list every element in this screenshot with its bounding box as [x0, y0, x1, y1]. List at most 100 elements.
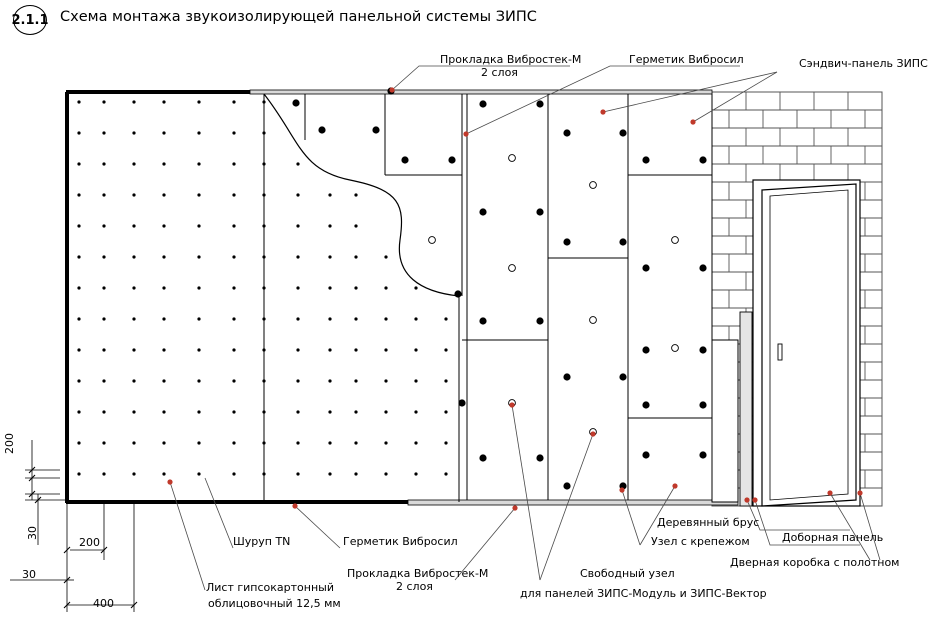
gypsum-screw-dot [102, 410, 106, 414]
gypsum-screw-dot [296, 286, 300, 290]
accent-dot [827, 490, 833, 496]
fixing-dot [642, 401, 650, 409]
diagram-title: Схема монтажа звукоизолирующей панельной… [60, 9, 537, 25]
free-node-circle [508, 264, 516, 272]
gypsum-screw-dot [328, 224, 332, 228]
gypsum-screw-dot [77, 410, 81, 414]
leader-line [539, 433, 594, 581]
dimension-tick [28, 466, 36, 474]
free-node-circle [589, 181, 597, 189]
gypsum-screw-dot [328, 348, 332, 352]
gypsum-screw-dot [102, 379, 106, 383]
label-bottom-vibrostek: Прокладка Вибростек-М [347, 567, 488, 580]
dimension-tick [34, 496, 42, 504]
gypsum-screw-dot [328, 410, 332, 414]
gypsum-screw-dot [162, 379, 166, 383]
leader-line [692, 71, 778, 123]
accent-dot [672, 483, 678, 489]
fixing-dot [642, 264, 650, 272]
fixing-dot [642, 346, 650, 354]
dim-30-horizontal: 30 [22, 568, 36, 581]
gypsum-screw-dot [102, 317, 106, 321]
gypsum-screw-dot [197, 162, 201, 166]
gypsum-screw-dot [77, 379, 81, 383]
label-top-germetik: Герметик Вибросил [629, 53, 744, 66]
gypsum-screw-dot [102, 131, 106, 135]
gypsum-screw-dot [232, 255, 236, 259]
leader-line [621, 489, 641, 546]
fixing-dot [479, 454, 487, 462]
gypsum-screw-dot [132, 348, 136, 352]
gypsum-screw-dot [132, 286, 136, 290]
dimension-labels: 200 30 200 30 400 [3, 433, 114, 610]
label-sandwich-panel: Сэндвич-панель ЗИПС [799, 57, 928, 70]
label-bottom-germetik: Герметик Вибросил [343, 535, 458, 548]
leader-line [859, 492, 881, 561]
gypsum-screw-dot [384, 317, 388, 321]
label-top-vibrostek-layers: 2 слоя [481, 66, 518, 79]
gypsum-screw-dot [102, 100, 106, 104]
gypsum-screw-dot [77, 162, 81, 166]
gypsum-screw-dot [132, 255, 136, 259]
gypsum-screw-dot [414, 379, 418, 383]
free-node-circle [508, 154, 516, 162]
door-leaf-inner [769, 189, 849, 501]
gypsum-screw-dot [77, 441, 81, 445]
gypsum-screw-dot [262, 286, 266, 290]
gypsum-screw-dot [197, 131, 201, 135]
fixing-dot [619, 129, 627, 137]
gypsum-screw-dot [197, 286, 201, 290]
gypsum-screw-dot [197, 193, 201, 197]
dim-200-vertical: 200 [3, 433, 16, 454]
fixing-dot [563, 129, 571, 137]
free-node-circle [428, 236, 436, 244]
gypsum-screw-dot [296, 410, 300, 414]
gypsum-screw-dot [444, 317, 448, 321]
fixing-dot [479, 317, 487, 325]
gypsum-screw-dot [262, 410, 266, 414]
gypsum-screw-dot [162, 224, 166, 228]
fixing-dot [699, 346, 707, 354]
gypsum-screw-dot [102, 348, 106, 352]
gypsum-screw-dot [232, 379, 236, 383]
label-wood-beam: Деревянный брус [657, 516, 759, 529]
screw-dots [77, 87, 707, 490]
wall-structure [65, 89, 739, 506]
leader-line [639, 485, 676, 546]
accent-dot [744, 497, 750, 503]
gypsum-screw-dot [232, 348, 236, 352]
gypsum-screw-dot [328, 472, 332, 476]
gypsum-screw-dot [262, 441, 266, 445]
gypsum-screw-dot [384, 348, 388, 352]
gypsum-screw-dot [328, 255, 332, 259]
gypsum-screw-dot [77, 224, 81, 228]
gypsum-screw-dot [197, 348, 201, 352]
gypsum-screw-dot [162, 286, 166, 290]
bottom-vibrostek-strip [407, 499, 739, 506]
gypsum-screw-dot [262, 162, 266, 166]
label-extra-panel: Доборная панель [782, 531, 883, 544]
fixing-dot [536, 100, 544, 108]
door-leaf [761, 183, 857, 507]
label-screw: Шуруп TN [233, 535, 290, 548]
gypsum-screw-dot [328, 286, 332, 290]
gypsum-screw-dot [102, 193, 106, 197]
fixing-dot [699, 401, 707, 409]
gypsum-screw-dot [197, 255, 201, 259]
fixing-dot [699, 264, 707, 272]
gypsum-screw-dot [232, 193, 236, 197]
leader-line [454, 507, 516, 581]
fixing-dot [536, 454, 544, 462]
gypsum-screw-dot [444, 379, 448, 383]
gypsum-screw-dot [132, 100, 136, 104]
fixing-dot [563, 238, 571, 246]
fixing-dot [536, 317, 544, 325]
gypsum-screw-dot [414, 441, 418, 445]
gypsum-screw-dot [232, 410, 236, 414]
gypsum-screw-dot [102, 441, 106, 445]
gypsum-screw-dot [77, 317, 81, 321]
gypsum-screw-dot [232, 286, 236, 290]
dimension-tick [63, 576, 71, 584]
header: 2.1.1 Схема монтажа звукоизолирующей пан… [0, 0, 939, 40]
gypsum-screw-dot [77, 286, 81, 290]
